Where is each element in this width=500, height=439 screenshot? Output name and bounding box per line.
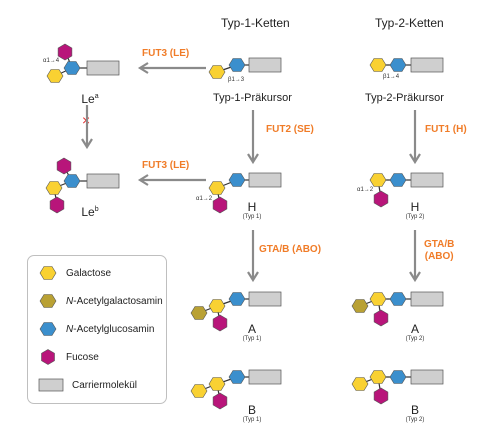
legend-label-fucose: Fucose <box>66 351 99 363</box>
lewis-a-structure <box>46 43 120 83</box>
legend-label-carrier: Carriermolekül <box>72 379 138 391</box>
fut3-enzyme-label-top: FUT3 (LE) <box>142 48 190 59</box>
arrowhead-fut3-bottom <box>137 174 149 186</box>
linkage-lea: α1→4 <box>43 58 60 64</box>
legend-text-glcnac: -Acetylglucosamin <box>73 323 155 335</box>
gta-b-enzyme-label-typ1: GTA/B (ABO) <box>259 244 322 255</box>
arrowhead-lea-leb <box>81 138 93 150</box>
a-typ1-label: A (Typ 1) <box>232 322 272 342</box>
h-typ2-sub: (Typ 2) <box>405 214 425 220</box>
legend-label-glcnac: N-Acetylglucosamin <box>66 324 154 335</box>
legend-label-galnac: N-Acetylgalactosamin <box>66 296 163 307</box>
lewis-a-sup: a <box>94 93 99 100</box>
b-typ1-name: B <box>247 403 256 417</box>
h-typ1-label: H (Typ 1) <box>232 200 272 220</box>
a-typ2-structure <box>351 291 444 327</box>
glcnac-icon <box>39 322 57 336</box>
a-typ1-sub: (Typ 1) <box>242 336 262 342</box>
galnac-icon <box>39 294 57 308</box>
h-typ1-name: H <box>247 200 257 214</box>
linkage-typ1-precursor: β1→3 <box>228 77 245 83</box>
linkage-h-typ2: α1→2 <box>357 187 374 193</box>
arrowhead-gta-typ2 <box>409 271 421 283</box>
b-typ1-structure <box>190 369 282 410</box>
h-typ2-label: H (Typ 2) <box>395 200 435 220</box>
typ1-precursor-structure <box>208 57 282 79</box>
b-typ1-sub: (Typ 1) <box>242 417 262 423</box>
a-typ2-label: A (Typ 2) <box>395 322 435 342</box>
a-typ2-name: A <box>410 322 419 336</box>
gta-b-line1: GTA/B <box>424 239 455 250</box>
typ2-precursor-structure <box>369 57 444 73</box>
fucose-icon <box>41 349 55 365</box>
typ1-chains-header: Typ-1-Ketten <box>221 16 290 30</box>
h-typ2-structure <box>369 172 444 208</box>
legend-label-galactose: Galactose <box>66 267 112 279</box>
b-typ2-sub: (Typ 2) <box>405 417 425 423</box>
lewis-b-base: Le <box>81 205 95 219</box>
lewis-a-base: Le <box>81 92 95 106</box>
fut2-enzyme-label: FUT2 (SE) <box>266 124 314 135</box>
arrowhead-fut1 <box>409 153 421 165</box>
h-typ1-sub: (Typ 1) <box>242 214 262 220</box>
a-typ1-name: A <box>247 322 256 336</box>
fut1-enzyme-label: FUT1 (H) <box>425 124 467 135</box>
h-typ1-structure <box>208 172 282 214</box>
h-typ2-name: H <box>410 200 420 214</box>
arrowhead-gta-typ1 <box>247 271 259 283</box>
arrowhead-fut3-top <box>137 62 149 74</box>
typ2-chains-header: Typ-2-Ketten <box>375 16 444 30</box>
typ2-precursor-label: Typ-2-Präkursor <box>365 92 444 104</box>
legend-italic-n-galnac: N <box>66 295 74 307</box>
b-typ2-label: B (Typ 2) <box>395 403 435 423</box>
legend-italic-n-glcnac: N <box>66 323 74 335</box>
a-typ2-sub: (Typ 2) <box>405 336 425 342</box>
legend-item-galnac: N-Acetylgalactosamin <box>38 293 163 309</box>
legend-item-galactose: Galactose <box>38 265 111 281</box>
gta-b-line2: (ABO) <box>424 251 454 262</box>
typ1-precursor-label: Typ-1-Präkursor <box>213 92 292 104</box>
galactose-icon <box>39 266 57 280</box>
b-typ2-structure <box>351 369 444 405</box>
lewis-b-label: Leb <box>80 205 100 219</box>
b-typ2-name: B <box>410 403 419 417</box>
legend-item-fucose: Fucose <box>38 349 99 365</box>
carrier-icon <box>38 378 64 392</box>
legend: Galactose N-Acetylgalactosamin N-Acetylg… <box>27 255 167 404</box>
gta-b-enzyme-label-typ2: GTA/B (ABO) <box>424 239 454 263</box>
arrows-group <box>81 62 421 283</box>
b-typ1-label: B (Typ 1) <box>232 403 272 423</box>
fut3-enzyme-label-bottom: FUT3 (LE) <box>142 160 190 171</box>
lewis-a-label: Lea <box>80 92 100 106</box>
linkage-h-typ1: α1→2 <box>196 196 213 202</box>
lewis-b-sup: b <box>94 206 99 213</box>
legend-item-carrier: Carriermolekül <box>38 377 137 393</box>
legend-text-galnac: -Acetylgalactosamin <box>73 295 163 307</box>
linkage-typ2-precursor: β1→4 <box>383 74 400 80</box>
lewis-b-structure <box>45 157 120 214</box>
arrowhead-fut2 <box>247 153 259 165</box>
a-typ1-structure <box>190 291 282 332</box>
legend-item-glcnac: N-Acetylglucosamin <box>38 321 154 337</box>
